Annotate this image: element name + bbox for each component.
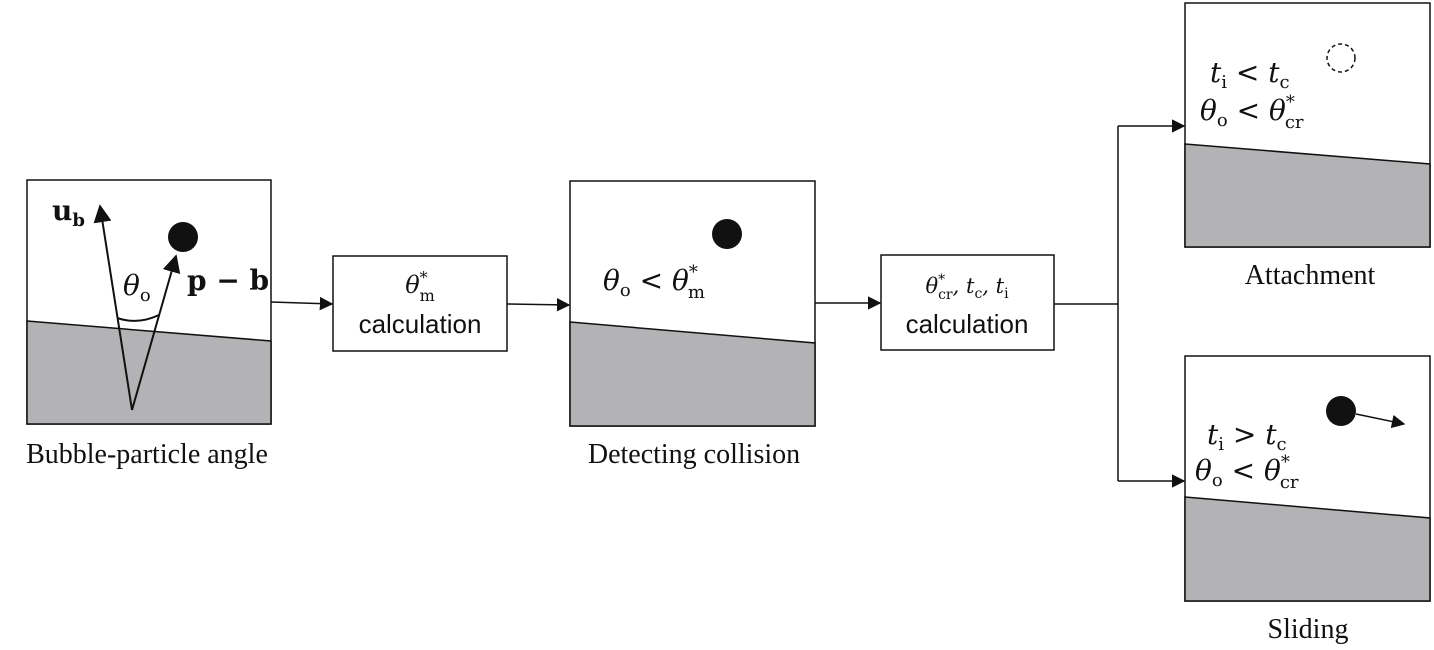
box-theta-cr-calculation: θ*cr, tc, ti calculation xyxy=(880,254,1055,351)
ground-surface xyxy=(569,321,816,427)
particle xyxy=(1326,396,1356,426)
box2-symbols: θ*cr, tc, ti xyxy=(925,272,1009,303)
p-minus-b-label: p − b xyxy=(187,264,269,297)
caption-sliding: Sliding xyxy=(1268,614,1349,645)
ub-vector xyxy=(93,204,133,411)
arrow-1 xyxy=(270,296,334,311)
ub-label: ub xyxy=(52,194,85,231)
panel-detecting-collision: θo < θ*m Detecting collision xyxy=(569,180,816,470)
panel-sliding: ti > tc θo < θ*cr Sliding xyxy=(1184,355,1431,645)
caption-detecting-collision: Detecting collision xyxy=(588,439,800,470)
sliding-direction-arrow xyxy=(1355,413,1406,429)
collision-condition: θo < θ*m xyxy=(603,262,705,303)
ground-surface xyxy=(1184,143,1431,248)
box-theta-m-calculation: θ*m calculation xyxy=(332,255,508,352)
attachment-condition-2: θo < θ*cr xyxy=(1200,92,1304,133)
particle xyxy=(712,219,742,249)
sliding-condition-1: ti > tc xyxy=(1207,418,1287,455)
panel-bubble-particle-angle: ub θo p − b Bubble-particle angle xyxy=(26,179,272,470)
box1-label: calculation xyxy=(359,309,482,339)
detached-particle-outline xyxy=(1326,43,1356,73)
arrow-2 xyxy=(506,298,571,312)
attachment-condition-1: ti < tc xyxy=(1210,56,1290,93)
caption-attachment: Attachment xyxy=(1245,260,1376,291)
theta-o-label: θo xyxy=(123,269,151,306)
sliding-condition-2: θo < θ*cr xyxy=(1195,452,1299,493)
pb-vector xyxy=(131,254,181,411)
ground-surface xyxy=(26,320,272,425)
caption-bubble-particle-angle: Bubble-particle angle xyxy=(26,439,268,470)
particle xyxy=(168,222,198,252)
ground-surface xyxy=(1184,496,1431,602)
box2-label: calculation xyxy=(906,309,1029,339)
branch-connector xyxy=(1054,119,1186,488)
angle-arc xyxy=(116,314,160,322)
box1-symbol: θ*m xyxy=(405,268,435,305)
panel-attachment: ti < tc θo < θ*cr Attachment xyxy=(1184,2,1431,291)
